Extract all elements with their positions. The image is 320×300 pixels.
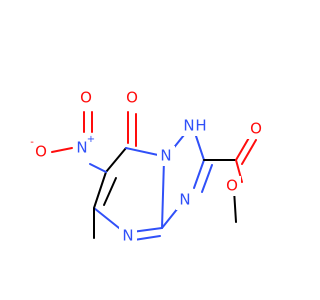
bond-n-triazole-c3a <box>161 207 179 229</box>
atom-n-nitro-label: N <box>76 139 87 157</box>
bond-carboxyl-o-double-a <box>235 135 251 161</box>
atom-o-nitro-top: O <box>77 88 95 108</box>
bond-n-nitro-o-left <box>51 147 73 153</box>
bond-c2-n-triazole-double <box>201 164 213 193</box>
atom-o-nitro-left-label: O <box>35 143 47 161</box>
bond-n4-c3a-double <box>133 235 161 241</box>
atom-o-carbonyl-label: O <box>250 120 262 138</box>
atom-o-nitro-top-label: O <box>80 89 92 107</box>
bond-c7-c6 <box>105 147 127 173</box>
bond-n-bridge-c7 <box>125 147 159 156</box>
atom-o-ester: O <box>223 176 241 196</box>
atom-n-triazole: N <box>176 190 194 210</box>
atom-n-triazole-label: N <box>179 191 190 209</box>
atom-n-bridge-label: N <box>160 147 171 165</box>
atom-n-bridge: N <box>157 146 175 166</box>
bond-nh-c2 <box>195 135 205 161</box>
bond-c3a-n-bridge <box>161 159 165 229</box>
atom-n-ring-bottom-label: N <box>122 227 133 245</box>
atom-o-keto-label: O <box>126 89 138 107</box>
atom-n-ring-bottom: N <box>119 226 137 246</box>
bond-c6-c5-double <box>103 177 117 206</box>
atom-nh-label: N <box>183 117 194 135</box>
atom-n-nitro-charge: + <box>87 134 95 145</box>
atom-n-nitro: N + <box>73 134 95 158</box>
atom-nh: N H <box>182 116 208 136</box>
bonds <box>51 111 257 241</box>
bond-c6-c5 <box>93 171 107 209</box>
bond-c6-n-nitro <box>89 163 107 173</box>
atom-o-keto: O <box>122 88 140 108</box>
atom-o-ester-label: O <box>226 177 238 195</box>
atom-o-nitro-left: O - <box>30 137 50 162</box>
atom-o-nitro-left-charge: - <box>30 137 34 148</box>
atom-nh-hydrogen: H <box>195 117 206 135</box>
atom-o-carbonyl: O <box>247 119 265 139</box>
atom-labels: O N + O O - N N H N <box>30 88 265 246</box>
molecule-structure: O N + O O - N N H N <box>30 88 265 246</box>
bond-c2-n-triazole <box>193 159 205 189</box>
bond-carboxyl-o-double-b <box>241 139 257 165</box>
